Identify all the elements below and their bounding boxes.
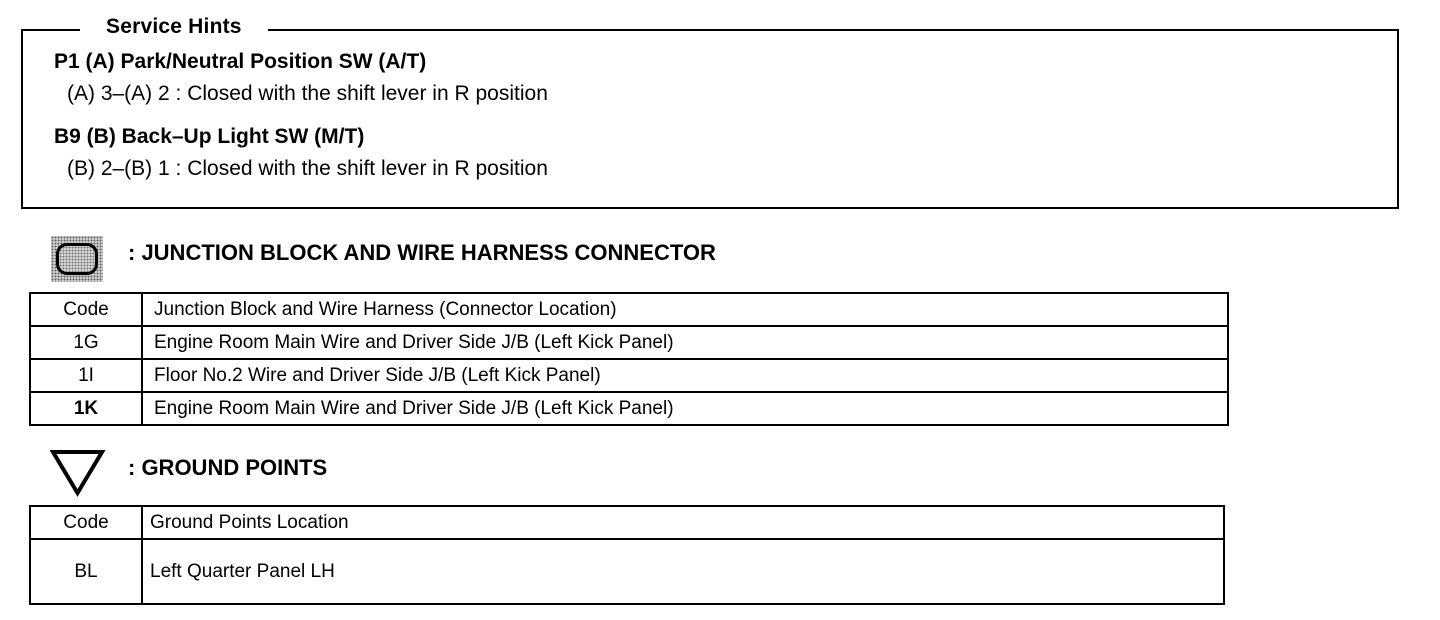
ground-points-table: Code Ground Points Location BL Left Quar… [29, 505, 1225, 605]
junction-block-table: Code Junction Block and Wire Harness (Co… [29, 292, 1229, 426]
table-row: BL Left Quarter Panel LH [29, 538, 1225, 605]
table-header-row: Code Ground Points Location [29, 505, 1225, 540]
table-header-row: Code Junction Block and Wire Harness (Co… [29, 292, 1229, 327]
column-header-location: Ground Points Location [141, 505, 1225, 540]
hint-title-b9: B9 (B) Back–Up Light SW (M/T) [54, 125, 365, 148]
row-code: 1I [29, 358, 143, 393]
row-code: 1G [29, 325, 143, 360]
hint-desc-p1: (A) 3–(A) 2 : Closed with the shift leve… [67, 82, 548, 105]
ground-point-triangle-icon [50, 450, 106, 497]
table-row: 1K Engine Room Main Wire and Driver Side… [29, 391, 1229, 426]
table-row: 1I Floor No.2 Wire and Driver Side J/B (… [29, 358, 1229, 393]
row-location: Engine Room Main Wire and Driver Side J/… [141, 325, 1229, 360]
column-header-location: Junction Block and Wire Harness (Connect… [141, 292, 1229, 327]
row-location: Engine Room Main Wire and Driver Side J/… [141, 391, 1229, 426]
junction-block-heading: : JUNCTION BLOCK AND WIRE HARNESS CONNEC… [128, 240, 716, 265]
row-code: BL [29, 538, 143, 605]
table-row: 1G Engine Room Main Wire and Driver Side… [29, 325, 1229, 360]
hint-desc-b9: (B) 2–(B) 1 : Closed with the shift leve… [67, 157, 548, 180]
row-location: Left Quarter Panel LH [141, 538, 1225, 605]
row-code: 1K [29, 391, 143, 426]
column-header-code: Code [29, 292, 143, 327]
service-hints-legend: Service Hints [80, 13, 268, 41]
service-hints-box: P1 (A) Park/Neutral Position SW (A/T) (A… [21, 29, 1399, 209]
junction-block-connector-icon [51, 236, 103, 282]
hint-title-p1: P1 (A) Park/Neutral Position SW (A/T) [54, 50, 427, 73]
column-header-code: Code [29, 505, 143, 540]
ground-points-heading: : GROUND POINTS [128, 455, 328, 480]
row-location: Floor No.2 Wire and Driver Side J/B (Lef… [141, 358, 1229, 393]
